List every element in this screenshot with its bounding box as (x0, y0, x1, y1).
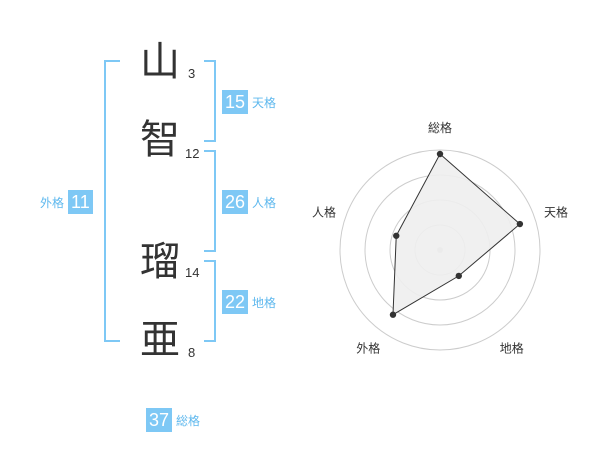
name-char-2: 智 (140, 117, 180, 163)
chikaku-value: 22 (222, 290, 249, 314)
jinkaku-value: 26 (222, 190, 249, 214)
stroke-count-1: 3 (188, 66, 196, 81)
chikaku-badge: 22 地格 (222, 290, 276, 314)
tenkaku-value: 15 (222, 90, 249, 114)
radar-axis-label-2: 天格 (544, 204, 568, 219)
radar-axis-label-4: 外格 (356, 341, 380, 356)
stroke-count-4: 8 (188, 345, 196, 360)
jinkaku-label: 人格 (252, 195, 277, 210)
soukaku-label: 総格 (176, 413, 201, 428)
gaikaku-label: 外格 (40, 195, 65, 210)
chikaku-label: 地格 (252, 295, 277, 310)
name-char-3: 瑠 (140, 239, 180, 285)
radar-axis-label-3: 地格 (500, 341, 524, 356)
radar-polygon (392, 153, 521, 316)
radar-point-3 (455, 272, 463, 280)
radar-axis-label-5: 人格 (312, 204, 336, 219)
radar-point-2 (516, 220, 524, 228)
jinkaku-bracket (204, 150, 216, 252)
name-char-4: 亜 (140, 317, 180, 363)
chikaku-bracket (204, 260, 216, 342)
soukaku-badge: 37 総格 (146, 408, 200, 432)
stroke-count-3: 14 (185, 265, 200, 280)
radar-axis-label-1: 総格 (428, 120, 452, 135)
tenkaku-badge: 15 天格 (222, 90, 276, 114)
tenkaku-label: 天格 (252, 95, 277, 110)
soukaku-value: 37 (146, 408, 173, 432)
gaikaku-bracket (104, 60, 120, 342)
radar-point-1 (436, 150, 444, 158)
name-char-1: 山 (140, 39, 180, 85)
radar-point-4 (389, 311, 397, 318)
tenkaku-bracket (204, 60, 216, 142)
gaikaku-value: 11 (68, 190, 93, 214)
jinkaku-badge: 26 人格 (222, 190, 276, 214)
gaikaku-badge: 外格 11 (40, 190, 93, 214)
radar-point-5 (393, 232, 400, 239)
radar-ring-4 (339, 149, 541, 351)
stroke-count-2: 12 (185, 146, 200, 161)
